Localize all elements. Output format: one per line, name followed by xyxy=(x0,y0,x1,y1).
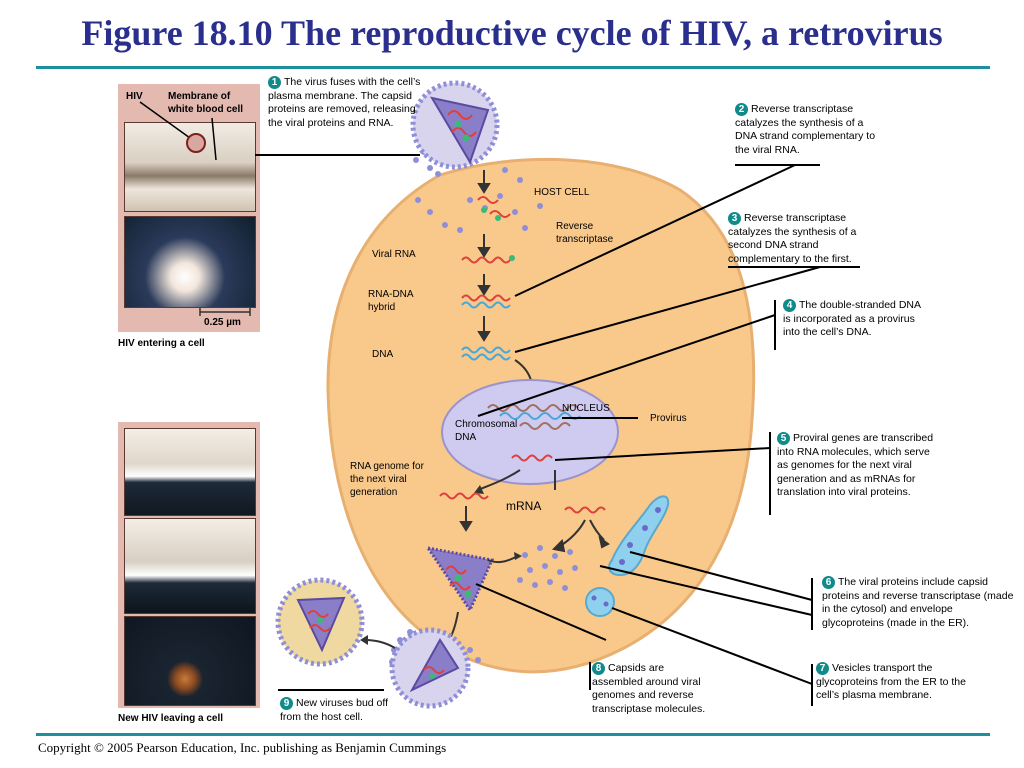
chromosomal-dna-strand xyxy=(487,404,579,412)
mrna-label: mRNA xyxy=(506,499,542,513)
dna-label: DNA xyxy=(372,349,394,360)
nucleus-label: NUCLEUS xyxy=(562,403,610,414)
step-number: 5 xyxy=(777,432,790,445)
host-cell-label: HOST CELL xyxy=(534,187,590,198)
step-text: Proviral genes are transcribed into RNA … xyxy=(777,432,934,498)
step-text: Reverse transcriptase catalyzes the synt… xyxy=(735,103,876,156)
rna-genome-label: RNA genome for the next viral generation xyxy=(350,461,424,498)
step-number: 3 xyxy=(728,212,741,225)
viral-rna-strand xyxy=(461,256,511,264)
step-text: Capsids are assembled around viral genom… xyxy=(592,662,706,715)
micrograph-image xyxy=(124,428,256,516)
title-rule xyxy=(36,66,990,69)
rna-dna-hybrid-strand xyxy=(461,294,511,302)
provirus-label: Provirus xyxy=(650,413,687,424)
micrograph-image xyxy=(124,616,256,706)
copyright: Copyright © 2005 Pearson Education, Inc.… xyxy=(38,740,447,755)
virus-entering xyxy=(410,80,500,170)
step-number: 6 xyxy=(822,576,835,589)
footer-rule xyxy=(36,733,990,736)
reverse-transcriptase-label: Reverse transcriptase xyxy=(556,221,614,245)
vesicle xyxy=(585,587,615,617)
step-number: 8 xyxy=(592,662,605,675)
new-hiv-leaving-caption: New HIV leaving a cell xyxy=(118,713,224,724)
virus-budding xyxy=(389,627,471,709)
dna-strand xyxy=(461,346,511,354)
step-text: The double-stranded DNA is incorporated … xyxy=(783,299,921,338)
membrane-label: Membrane of white blood cell xyxy=(168,91,244,115)
new-virus xyxy=(275,577,365,667)
micrograph-image xyxy=(124,518,256,614)
step-text: The viral proteins include capsid protei… xyxy=(822,576,1014,629)
step-text: Vesicles transport the glycoproteins fro… xyxy=(816,662,966,701)
micrograph-image xyxy=(124,216,256,308)
step-number: 9 xyxy=(280,697,293,710)
hiv-entering-caption: HIV entering a cell xyxy=(118,338,205,349)
capsid-assembling xyxy=(424,545,495,614)
step-number: 4 xyxy=(783,299,796,312)
page-title: Figure 18.10 The reproductive cycle of H… xyxy=(81,13,943,53)
step-number: 7 xyxy=(816,662,829,675)
scale-label: 0.25 µm xyxy=(204,317,241,328)
step-number: 1 xyxy=(268,76,281,89)
step-number: 2 xyxy=(735,103,748,116)
step-text: Reverse transcriptase catalyzes the synt… xyxy=(728,212,857,265)
endoplasmic-reticulum xyxy=(608,495,670,577)
hiv-label: HIV xyxy=(126,91,143,102)
chromosomal-dna-label: Chromosomal DNA xyxy=(455,419,518,443)
viral-rna-label: Viral RNA xyxy=(372,249,416,260)
step-text: New viruses bud off from the host cell. xyxy=(280,697,389,723)
rna-dna-hybrid-label: RNA-DNA hybrid xyxy=(368,289,414,313)
step-text: The virus fuses with the cell’s plasma m… xyxy=(268,76,421,129)
